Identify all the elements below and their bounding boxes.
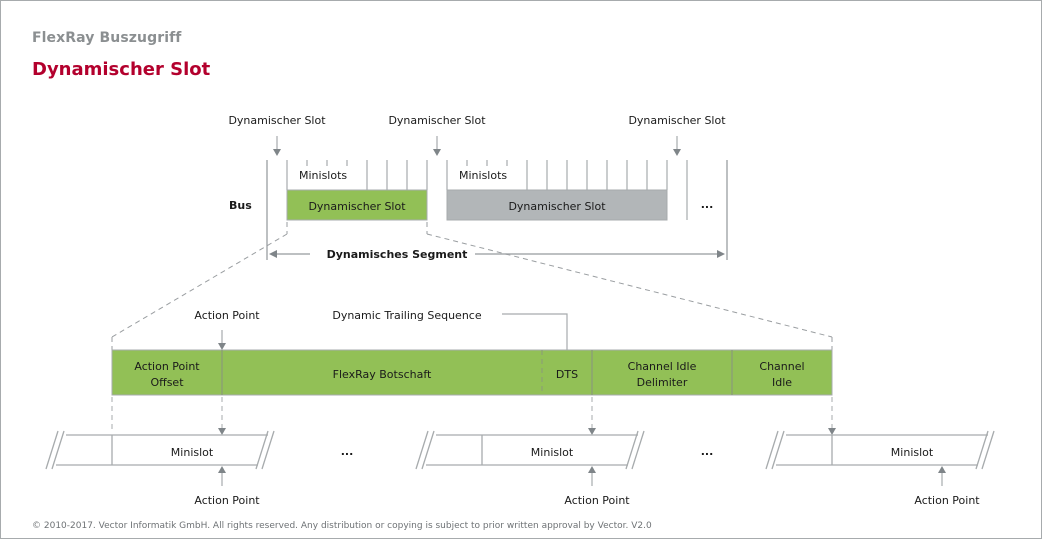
minislot-group-2	[415, 430, 645, 470]
minislot-ticks-1	[286, 160, 428, 190]
segment-cid-line1: Channel Idle	[628, 360, 697, 373]
segment-label: Dynamisches Segment	[327, 248, 468, 261]
segment-dts: DTS	[556, 368, 578, 381]
action-point-arrow-3	[938, 466, 946, 486]
dynamic-slot-green-label: Dynamischer Slot	[308, 200, 406, 213]
action-point-arrow-2	[588, 466, 596, 486]
segment-channel-idle: Channel Idle	[759, 360, 804, 389]
action-point-label-3: Action Point	[914, 494, 980, 507]
segment-flexray-message: FlexRay Botschaft	[333, 368, 432, 381]
copyright-footer: © 2010-2017. Vector Informatik GmbH. All…	[32, 521, 652, 531]
minislot-ellipsis-1: ...	[341, 445, 354, 458]
slot-marker-arrow-1	[273, 136, 281, 156]
dts-callout-label: Dynamic Trailing Sequence	[332, 309, 481, 322]
minislots-label-1: Minislots	[299, 169, 347, 182]
slot-marker-label-2: Dynamischer Slot	[388, 114, 486, 127]
action-point-top-label: Action Point	[194, 309, 260, 322]
detail-bar	[111, 349, 833, 396]
zoom-projection-lines	[111, 222, 833, 350]
dynamic-slot-gray-label: Dynamischer Slot	[508, 200, 606, 213]
drop-arrow-1	[218, 428, 226, 435]
segment-action-point-offset-line2: Offset	[150, 376, 184, 389]
dynamic-slot-green	[286, 189, 428, 221]
segment-cid-line2: Delimiter	[637, 376, 688, 389]
dynamic-slot-gray	[446, 189, 668, 221]
diagram-subtitle: FlexRay Buszugriff	[32, 30, 182, 46]
slot-marker-arrow-3	[673, 136, 681, 156]
segment-dts-label: DTS	[556, 368, 578, 381]
dts-callout-line	[502, 313, 568, 350]
detail-drop-lines	[111, 397, 833, 430]
action-point-top-arrow	[218, 330, 226, 350]
segment-action-point-offset-line1: Action Point	[134, 360, 200, 373]
action-point-arrow-1	[218, 466, 226, 486]
minislot-group-1	[45, 430, 275, 470]
diagram-title: Dynamischer Slot	[32, 59, 211, 80]
segment-channel-idle-delimiter: Channel Idle Delimiter	[628, 360, 697, 389]
top-ellipsis: ...	[701, 198, 714, 211]
action-point-label-2: Action Point	[564, 494, 630, 507]
minislot-label-3: Minislot	[891, 446, 934, 459]
drop-arrow-3	[828, 428, 836, 435]
bus-label: Bus	[229, 199, 252, 212]
minislot-ticks-2	[446, 160, 688, 220]
slot-marker-label-3: Dynamischer Slot	[628, 114, 726, 127]
segment-ci-line2: Idle	[772, 376, 792, 389]
minislots-label-2: Minislots	[459, 169, 507, 182]
segment-span-arrow	[269, 250, 725, 258]
slot-marker-label-1: Dynamischer Slot	[228, 114, 326, 127]
minislot-ellipsis-2: ...	[701, 445, 714, 458]
drop-arrow-2	[588, 428, 596, 435]
minislot-group-3	[765, 430, 995, 470]
slot-marker-arrow-2	[433, 136, 441, 156]
minislot-label-1: Minislot	[171, 446, 214, 459]
segment-ci-line1: Channel	[759, 360, 804, 373]
action-point-label-1: Action Point	[194, 494, 260, 507]
segment-flexray-message-label: FlexRay Botschaft	[333, 368, 432, 381]
segment-action-point-offset: Action Point Offset	[134, 360, 200, 389]
minislot-label-2: Minislot	[531, 446, 574, 459]
